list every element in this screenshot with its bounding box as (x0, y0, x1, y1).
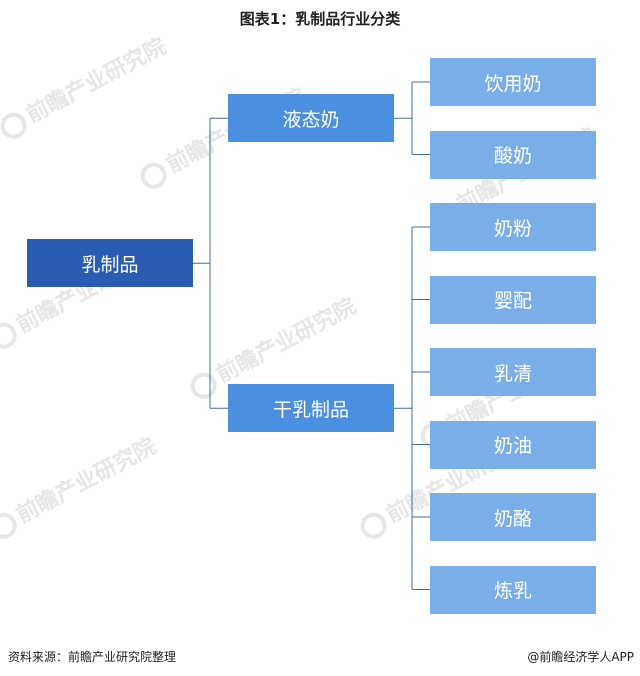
leaf-node: 奶酪 (430, 493, 596, 541)
branch-node: 干乳制品 (228, 384, 394, 433)
leaf-node: 乳清 (430, 348, 596, 396)
brand-credit: @前瞻经济学人APP (527, 650, 634, 664)
leaf-node: 婴配 (430, 275, 596, 324)
leaf-node: 奶粉 (430, 203, 596, 251)
figure-title: 图表1：乳制品行业分类 (239, 10, 401, 28)
leaf-node: 饮用奶 (430, 58, 596, 106)
source-note: 资料来源：前瞻产业研究院整理 (8, 650, 177, 664)
leaf-node: 酸奶 (430, 130, 596, 179)
root-node: 乳制品 (27, 239, 193, 288)
leaf-node: 奶油 (430, 420, 596, 469)
leaf-node: 炼乳 (430, 565, 596, 614)
branch-node: 液态奶 (228, 94, 394, 143)
